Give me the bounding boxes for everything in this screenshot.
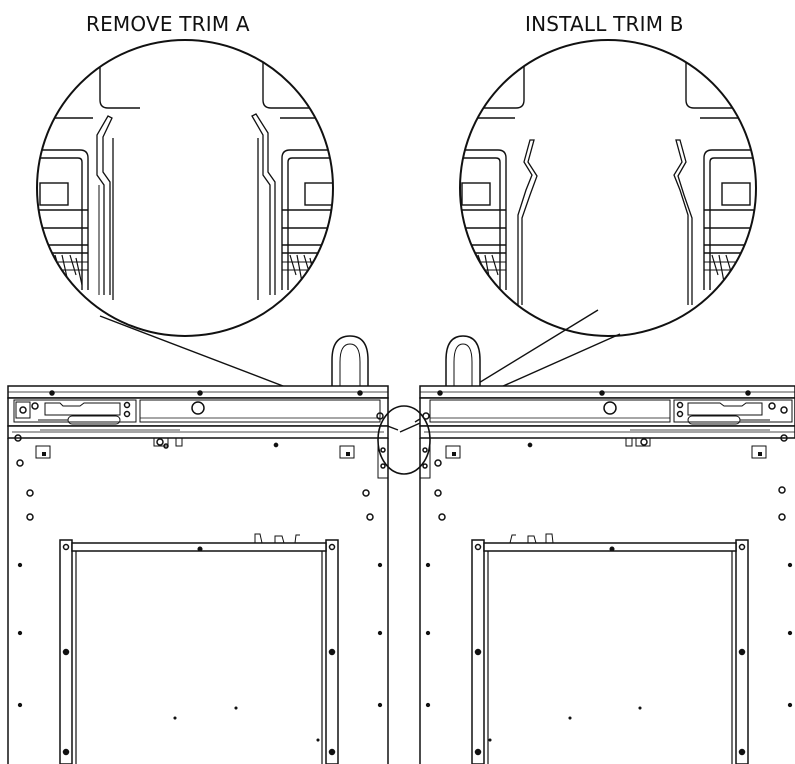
right-unit bbox=[419, 335, 795, 764]
joint-detail-callout bbox=[377, 405, 431, 475]
remove-trim-a-label: REMOVE TRIM A bbox=[86, 12, 250, 36]
left-unit bbox=[7, 335, 389, 764]
install-trim-b-label: INSTALL TRIM B bbox=[525, 12, 684, 36]
left-detail-circle bbox=[36, 39, 334, 337]
right-detail-circle bbox=[459, 39, 757, 337]
